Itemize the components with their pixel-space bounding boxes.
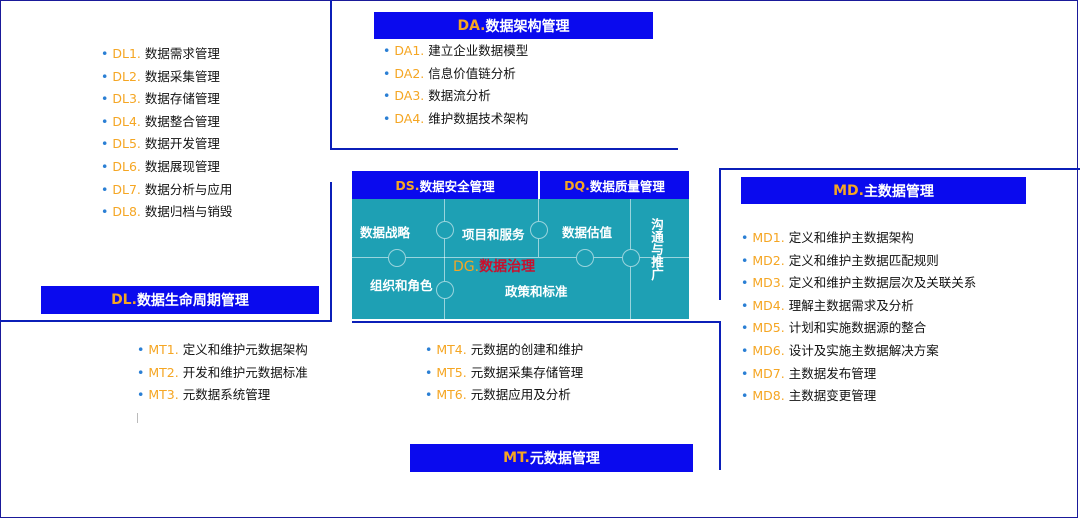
md-banner-title: 主数据管理 xyxy=(863,183,934,200)
dl-banner-code: DL. xyxy=(111,292,137,308)
ds-banner: DS. 数据安全管理 xyxy=(352,171,538,199)
dg-code: DG. xyxy=(453,259,480,275)
mt-list-right: •MT4.元数据的创建和维护 •MT5.元数据采集存储管理 •MT6.元数据应用… xyxy=(425,339,583,407)
dq-banner: DQ.数据质量管理 xyxy=(540,171,689,199)
mt-banner-code: MT. xyxy=(503,450,530,466)
puzzle-piece-valuation: 数据估值 xyxy=(562,225,613,240)
governance-puzzle: 数据战略 项目和服务 数据估值 组织和角色 政策和标准 xyxy=(352,199,689,319)
mt-banner: MT.元数据管理 xyxy=(410,444,693,472)
list-item: •MT5.元数据采集存储管理 xyxy=(425,364,584,380)
puzzle-knob xyxy=(622,249,640,267)
stray-tick-mark xyxy=(137,413,138,423)
puzzle-piece-strategy: 数据战略 xyxy=(360,225,411,240)
list-item: •DL1.数据需求管理 xyxy=(101,46,220,61)
mt-list-left: •MT1.定义和维护元数据架构 •MT2.开发和维护元数据标准 •MT3.元数据… xyxy=(137,339,308,407)
list-item: •MD5.计划和实施数据源的整合 xyxy=(741,320,927,336)
list-item: •DL6.数据展现管理 xyxy=(101,158,220,174)
list-item: •MD6.设计及实施主数据解决方案 xyxy=(741,342,939,358)
md-banner: MD.主数据管理 xyxy=(741,177,1026,204)
da-banner-code: DA. xyxy=(457,17,486,34)
da-list: •DA1.建立企业数据模型 •DA2.信息价值链分析 •DA3.数据流分析 •D… xyxy=(383,40,528,130)
divider-da-bottom xyxy=(330,148,678,150)
dl-banner: DL. 数据生命周期管理 xyxy=(41,286,319,314)
ds-banner-title: 数据安全管理 xyxy=(419,178,495,194)
divider-md-left xyxy=(719,168,721,300)
puzzle-seam xyxy=(444,199,445,319)
list-item: •MT4.元数据的创建和维护 xyxy=(425,342,584,357)
list-item: •DA4.维护数据技术架构 xyxy=(383,110,529,126)
da-banner: DA.数据架构管理 xyxy=(374,12,653,39)
puzzle-knob xyxy=(530,221,548,239)
divider-md-top xyxy=(719,168,1080,170)
puzzle-piece-policies: 政策和标准 xyxy=(505,284,568,299)
puzzle-piece-projects: 项目和服务 xyxy=(462,227,525,242)
list-item: •DA2.信息价值链分析 xyxy=(383,65,516,81)
list-item: •MD7.主数据发布管理 xyxy=(741,365,877,381)
list-item: •MD4.理解主数据需求及分析 xyxy=(741,297,914,313)
mt-banner-title: 元数据管理 xyxy=(529,451,600,467)
puzzle-piece-roles: 组织和角色 xyxy=(370,278,433,293)
list-item: •DL8.数据归档与销毁 xyxy=(101,204,233,220)
dq-banner-code: DQ. xyxy=(564,177,590,193)
list-item: •MD3.定义和维护主数据层次及关联关系 xyxy=(741,275,977,291)
ds-banner-code: DS. xyxy=(395,177,420,193)
dl-list: •DL1.数据需求管理 •DL2.数据采集管理 •DL3.数据存储管理 •DL4… xyxy=(101,43,232,224)
list-item: •DL7.数据分析与应用 xyxy=(101,181,233,197)
list-item: •DL3.数据存储管理 xyxy=(101,91,220,107)
puzzle-piece-communication: 沟通与推广 xyxy=(649,218,664,281)
puzzle-seam xyxy=(352,257,689,258)
list-item: •DL2.数据采集管理 xyxy=(101,68,220,84)
divider-dl-bottom xyxy=(0,320,332,322)
puzzle-knob xyxy=(436,281,454,299)
list-item: •DL5.数据开发管理 xyxy=(101,136,220,152)
dq-banner-title: 数据质量管理 xyxy=(589,178,665,194)
list-item: •MD1.定义和维护主数据架构 xyxy=(741,230,914,245)
list-item: •DA1.建立企业数据模型 xyxy=(383,43,529,58)
divider-da-left xyxy=(330,0,332,150)
dg-center-title: DG.数据治理 xyxy=(453,256,535,276)
list-item: •DL4.数据整合管理 xyxy=(101,113,220,129)
md-list: •MD1.定义和维护主数据架构 •MD2.定义和维护主数据匹配规则 •MD3.定… xyxy=(741,227,976,408)
dl-banner-title: 数据生命周期管理 xyxy=(136,293,249,309)
list-item: •MT2.开发和维护元数据标准 xyxy=(137,364,308,380)
divider-dl-right xyxy=(330,182,332,322)
puzzle-knob xyxy=(436,221,454,239)
puzzle-knob xyxy=(388,249,406,267)
list-item: •DA3.数据流分析 xyxy=(383,88,491,104)
dg-title: 数据治理 xyxy=(479,259,536,275)
list-item: •MD2.定义和维护主数据匹配规则 xyxy=(741,252,939,268)
list-item: •MD8.主数据变更管理 xyxy=(741,388,877,404)
list-item: •MT1.定义和维护元数据架构 xyxy=(137,342,308,357)
puzzle-knob xyxy=(576,249,594,267)
divider-mt-right xyxy=(719,321,721,470)
divider-mt-top xyxy=(352,321,721,323)
da-banner-title: 数据架构管理 xyxy=(485,18,570,35)
list-item: •MT3.元数据系统管理 xyxy=(137,387,271,403)
list-item: •MT6.元数据应用及分析 xyxy=(425,387,571,403)
md-banner-code: MD. xyxy=(833,182,864,199)
